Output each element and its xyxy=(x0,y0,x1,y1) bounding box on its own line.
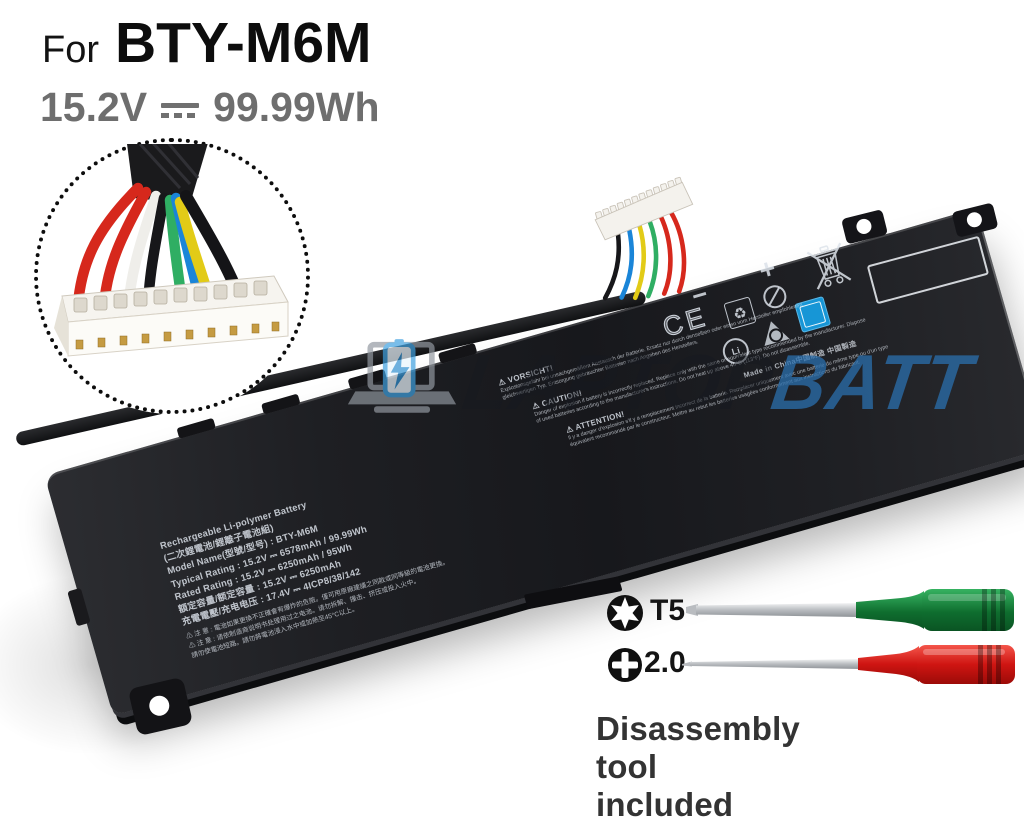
connector-gold-pins xyxy=(75,321,280,350)
laptopbatt-watermark: LAPTOPBATT xyxy=(346,336,977,428)
dc-current-icon xyxy=(161,103,200,118)
voltage-capacity-subtitle: 15.2V 99.99Wh xyxy=(40,84,380,131)
phillips-icon xyxy=(608,648,642,682)
watermark-text: LAPTOPBATT xyxy=(458,337,978,426)
battery-connector-plug xyxy=(594,176,694,301)
tool-size-label-20: 2.0 xyxy=(644,646,686,679)
battery-top-tab xyxy=(176,417,216,439)
laptop-battery: Rechargeable Li-polymer Battery (二次鋰電池/鋰… xyxy=(14,176,1024,737)
title-model-number: BTY-M6M xyxy=(115,11,372,75)
product-image-page: { "header": { "for_label": "For", "model… xyxy=(0,0,1024,768)
mounting-tab xyxy=(841,209,889,245)
capacity-value: 99.99Wh xyxy=(213,84,380,130)
tool-size-label-t5: T5 xyxy=(650,594,686,627)
laptop-battery-logo-icon xyxy=(347,339,457,413)
watermark-laptop: LAPTOP xyxy=(457,338,779,426)
title-for-prefix: For xyxy=(42,29,99,71)
tools-caption: Disassembly tool included xyxy=(596,710,800,823)
plus-polarity-icon: + xyxy=(755,252,780,286)
page-title: For BTY-M6M xyxy=(42,10,372,76)
phillips-screwdriver xyxy=(682,645,1015,684)
connector-closeup-illustration xyxy=(54,144,289,357)
mounting-tab xyxy=(951,202,999,238)
torx-screwdriver xyxy=(686,589,1014,631)
connector-closeup-inset xyxy=(34,138,310,414)
torx-t5-icon xyxy=(607,595,643,631)
screw-hole xyxy=(854,217,874,236)
plug-body xyxy=(594,176,694,241)
plug-wires xyxy=(602,210,687,301)
connector-pin-slots xyxy=(73,280,268,313)
watermark-batt: BATT xyxy=(766,338,978,426)
screw-hole xyxy=(147,693,172,718)
wire-red-1 xyxy=(72,182,144,310)
crossed-out-bin-icon xyxy=(806,242,852,290)
screw-hole xyxy=(965,210,984,229)
voltage-value: 15.2V xyxy=(40,84,148,130)
connector-body xyxy=(54,275,289,357)
